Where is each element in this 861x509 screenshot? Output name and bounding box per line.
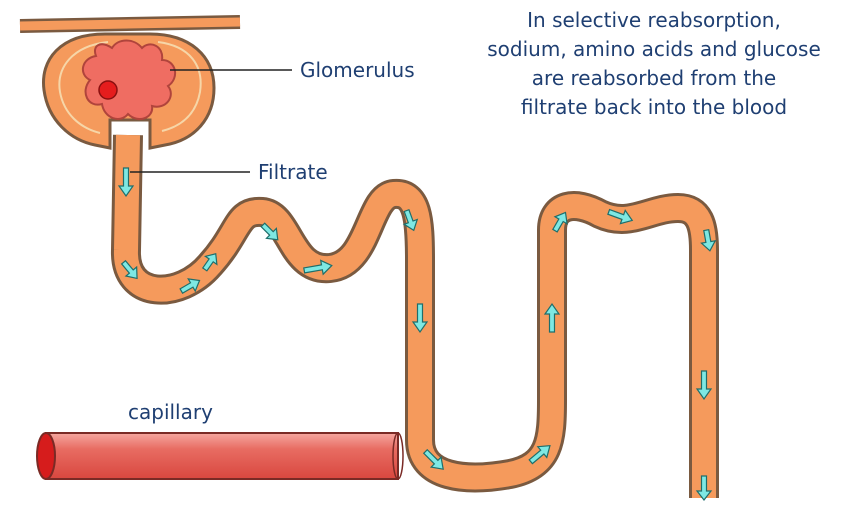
caption-line: In selective reabsorption, (450, 6, 858, 35)
reabsorption-caption: In selective reabsorption, sodium, amino… (450, 6, 858, 122)
glomerulus-label: Glomerulus (300, 58, 415, 82)
caption-line: are reabsorbed from the (450, 64, 858, 93)
caption-line: sodium, amino acids and glucose (450, 35, 858, 64)
filtrate-label: Filtrate (258, 160, 328, 184)
afferent-vessel (20, 22, 240, 26)
caption-line: filtrate back into the blood (450, 93, 858, 122)
capillary-vessel (37, 433, 403, 479)
blood-cell-icon (99, 81, 117, 99)
capillary-label: capillary (128, 400, 213, 424)
